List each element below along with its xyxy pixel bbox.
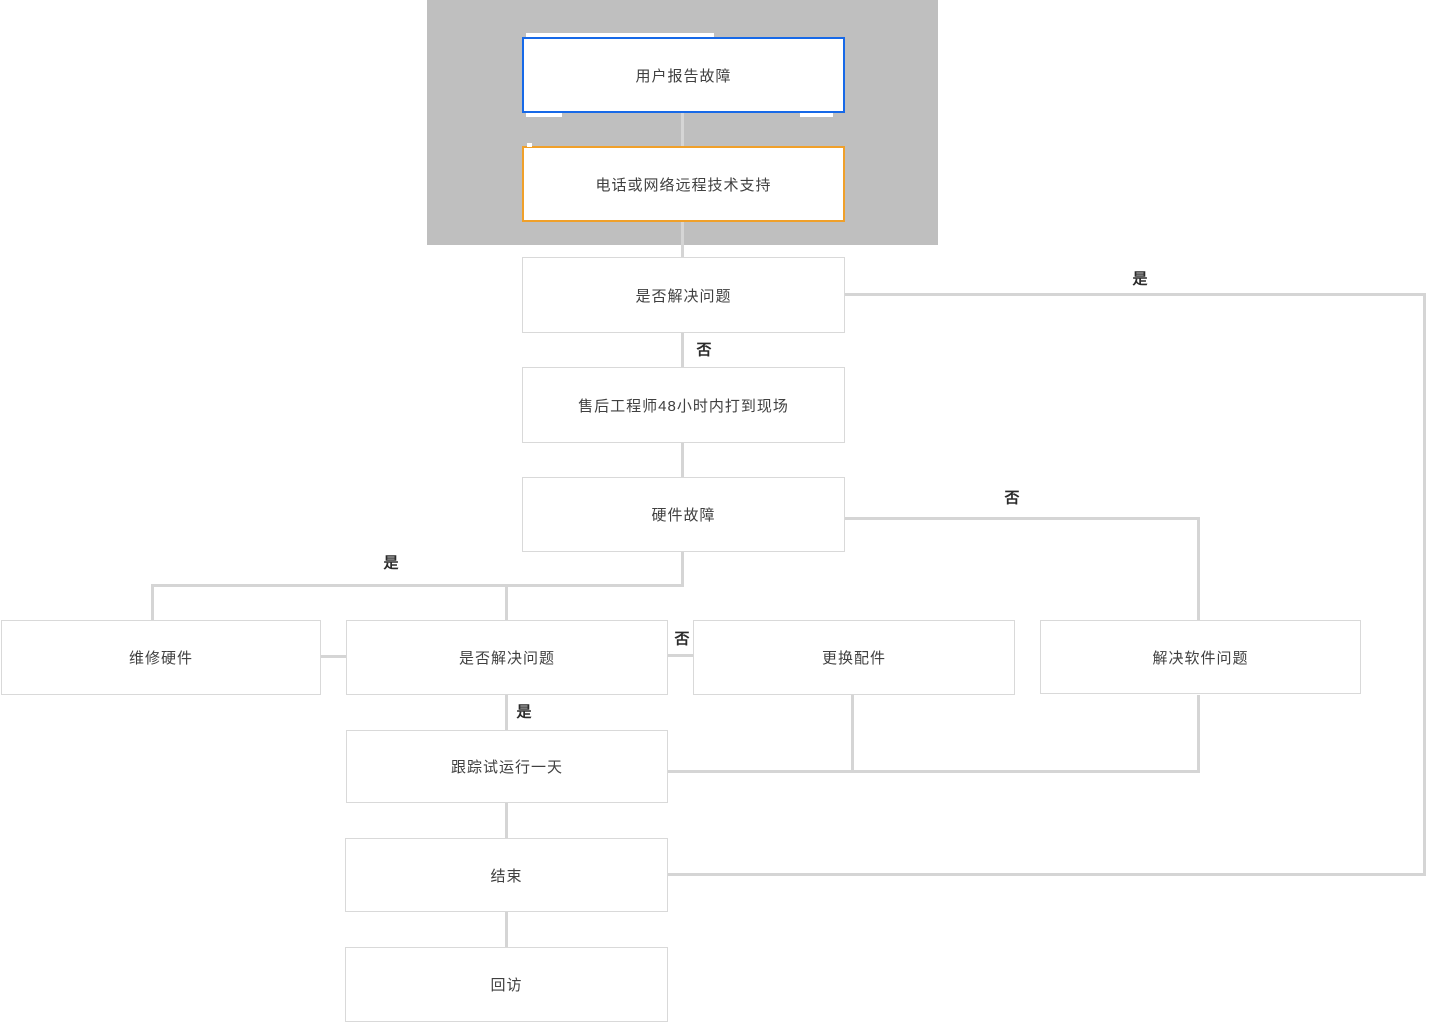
edge-replace-parts-down[interactable] [851,695,854,773]
edge-user-report-to-remote-support[interactable] [681,113,684,146]
edge-solved-remote-yes-horizontal[interactable] [845,293,1426,296]
edge-trial-run-to-end[interactable] [505,803,508,838]
edge-solved-onsite-yes-to-trial-run[interactable] [505,695,508,730]
node-solved-remote[interactable]: 是否解决问题 [522,257,845,333]
edge-end-to-revisit[interactable] [505,912,508,947]
edge-hardware-yes-stem[interactable] [681,552,684,585]
node-end[interactable]: 结束 [345,838,668,912]
edge-hardware-no-to-solve-software[interactable] [1197,517,1200,620]
edge-label-no-remote: 否 [696,341,712,359]
selection-handle-artifact [527,143,532,147]
edge-label-yes-remote: 是 [1132,270,1148,288]
edge-label-yes-hardware: 是 [383,554,399,572]
node-revisit[interactable]: 回访 [345,947,668,1022]
edge-label-no-hardware: 否 [1004,489,1020,507]
edge-label-no-onsite: 否 [674,630,690,648]
edge-hardware-no-horizontal[interactable] [845,517,1200,520]
edge-collector-to-trial-run[interactable] [668,770,1200,773]
selection-handle-artifact [800,113,833,117]
edge-hardware-yes-to-repair[interactable] [151,584,154,620]
edge-solve-software-down[interactable] [1197,695,1200,773]
node-engineer-onsite[interactable]: 售后工程师48小时内打到现场 [522,367,845,443]
node-repair-hardware[interactable]: 维修硬件 [1,620,321,695]
edge-repair-to-solved-onsite[interactable] [321,655,346,658]
edge-solved-remote-no-to-engineer[interactable] [681,333,684,367]
node-solved-onsite[interactable]: 是否解决问题 [346,620,668,695]
edge-remote-support-to-solved-remote[interactable] [681,222,684,257]
node-replace-parts[interactable]: 更换配件 [693,620,1015,695]
node-user-report[interactable]: 用户报告故障 [522,37,845,113]
node-trial-run[interactable]: 跟踪试运行一天 [346,730,668,803]
edge-solved-onsite-no-to-replace-parts[interactable] [668,654,693,657]
selection-handle-artifact [526,33,714,37]
edge-label-yes-onsite: 是 [516,703,532,721]
edge-hardware-yes-to-solved-onsite[interactable] [505,584,508,620]
node-hardware-fault[interactable]: 硬件故障 [522,477,845,552]
edge-solved-remote-yes-vertical[interactable] [1423,293,1426,876]
edge-hardware-yes-horizontal[interactable] [151,584,684,587]
node-solve-software[interactable]: 解决软件问题 [1040,620,1361,694]
edge-engineer-to-hardware-fault[interactable] [681,443,684,477]
node-remote-support[interactable]: 电话或网络远程技术支持 [522,146,845,222]
edge-solved-remote-yes-to-end[interactable] [668,873,1426,876]
selection-handle-artifact [526,113,562,117]
